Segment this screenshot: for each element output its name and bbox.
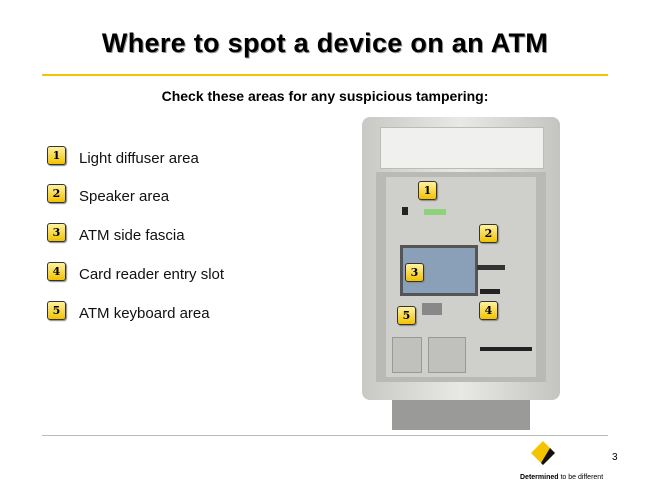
number-badge: 1: [47, 146, 66, 165]
atm-marker-3: 3: [405, 263, 424, 282]
title-divider: [42, 74, 608, 76]
item-label: Card reader entry slot: [79, 266, 225, 283]
atm-image: [362, 117, 560, 430]
tagline-rest: to be different: [558, 474, 604, 481]
atm-marker-2: 2: [479, 224, 498, 243]
number-badge: 2: [47, 184, 66, 203]
diamond-logo-icon: [531, 441, 555, 465]
atm-marker-1: 1: [418, 181, 437, 200]
tagline-bold: Determined: [520, 474, 559, 481]
item-label: ATM keyboard area: [79, 305, 210, 322]
page-title: Where to spot a device on an ATM: [101, 28, 549, 58]
atm-marker-4: 4: [479, 301, 498, 320]
tagline: Determined to be different: [520, 474, 603, 481]
item-label: Light diffuser area: [79, 150, 199, 167]
item-label: ATM side fascia: [79, 227, 185, 244]
item-label: Speaker area: [79, 188, 170, 205]
atm-marker-5: 5: [397, 306, 416, 325]
subtitle: Check these areas for any suspicious tam…: [161, 88, 489, 104]
number-badge: 3: [47, 223, 66, 242]
number-badge: 5: [47, 301, 66, 320]
footer-divider: [42, 435, 608, 436]
page-number: 3: [612, 452, 618, 463]
number-badge: 4: [47, 262, 66, 281]
